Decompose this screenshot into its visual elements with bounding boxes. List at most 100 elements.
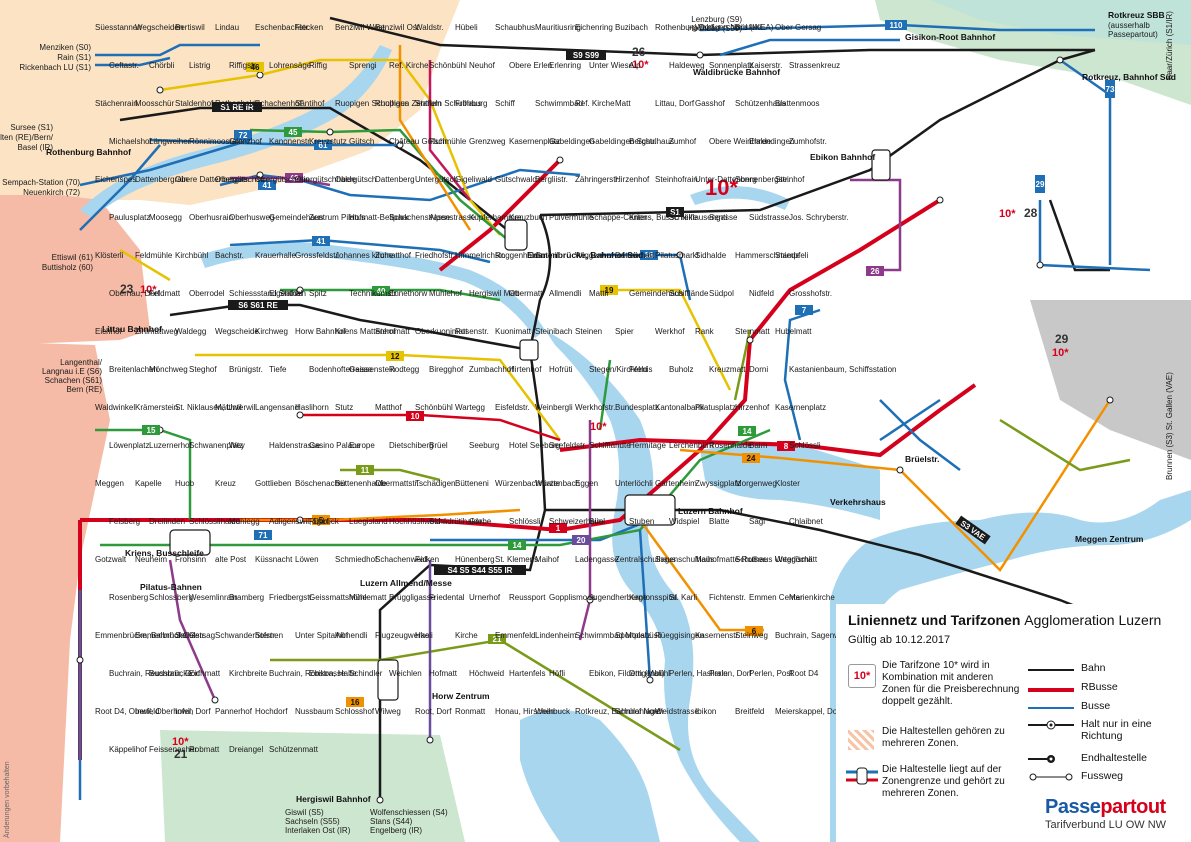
stop-label[interactable]: Unter Wiese: [589, 61, 634, 70]
stop-label[interactable]: Schachenstrasse: [389, 213, 451, 222]
stop-label[interactable]: Fichtenstr.: [709, 593, 746, 602]
stop-label[interactable]: Rank: [695, 327, 715, 336]
stop-label[interactable]: Kasernenplatz: [509, 137, 560, 146]
stop-label[interactable]: Moosegg: [149, 213, 182, 222]
stop-label[interactable]: Haldeweg: [669, 61, 705, 70]
stop-label[interactable]: Listrig: [189, 61, 210, 70]
stop-label[interactable]: Eigenthal: [269, 289, 303, 298]
stop-label[interactable]: Michaelshof: [109, 137, 152, 146]
stop-label[interactable]: Kantonalbank: [655, 403, 705, 412]
hub-guetsch[interactable]: [519, 339, 539, 361]
stop-label[interactable]: Bergliistr.: [535, 175, 568, 184]
stop-label[interactable]: Gütsch: [349, 137, 374, 146]
stop-label[interactable]: Schiffländte: [589, 441, 631, 450]
stop-label[interactable]: Kaiserstr.: [749, 61, 782, 70]
stop-label[interactable]: Kapelle: [135, 479, 162, 488]
stop-label[interactable]: Jos. Schryberstr.: [789, 213, 849, 222]
stop-label[interactable]: Schwimmbad Mooshüsli: [575, 631, 661, 640]
stop-label[interactable]: Kreuzstutz: [309, 137, 347, 146]
stop-label[interactable]: Frohburg: [455, 99, 487, 108]
stop-label[interactable]: Bundesplatz: [615, 403, 659, 412]
stop-label[interactable]: Huob: [175, 479, 195, 488]
stop-label[interactable]: Ober Gersag: [775, 23, 821, 32]
stop-label[interactable]: Eichenspes: [95, 175, 136, 184]
stop-label[interactable]: Sternen: [255, 631, 283, 640]
hub-label[interactable]: Waldibrücke Bahnhof: [693, 67, 780, 77]
stop-label[interactable]: Luzernerhof: [149, 441, 192, 450]
stop-label[interactable]: Steinhofrain: [655, 175, 698, 184]
stop-label[interactable]: Sagenschulhaus: [655, 555, 714, 564]
stop-label[interactable]: Längweiher: [149, 137, 191, 146]
stop-label[interactable]: Buchrain, Reussbrücke: [109, 669, 192, 678]
stop-label[interactable]: Kirchweg: [255, 327, 288, 336]
stop-label[interactable]: Dietschiberg: [389, 441, 433, 450]
stop-label[interactable]: Sternmatt: [375, 327, 410, 336]
stop-label[interactable]: Kreuz: [215, 479, 236, 488]
stop-label[interactable]: Honau, Hirschen: [495, 707, 555, 716]
stop-label[interactable]: Würzenbachmatte: [495, 479, 560, 488]
station-dot[interactable]: [896, 466, 904, 474]
stop-label[interactable]: Zumbachhof: [469, 365, 514, 374]
stop-label[interactable]: St. Klemens: [495, 555, 538, 564]
hub-label[interactable]: Littau Bahnhof: [102, 324, 162, 334]
stop-label[interactable]: Gabeldingen: [549, 137, 594, 146]
stop-label[interactable]: Schaubhus: [495, 23, 535, 32]
stop-label[interactable]: Bodenhofterrasse: [309, 365, 373, 374]
stop-label[interactable]: Ladengasse: [575, 555, 619, 564]
stop-label[interactable]: Hartenfels: [509, 669, 545, 678]
stop-label[interactable]: Schweizerheim: [549, 517, 604, 526]
stop-label[interactable]: Unter Spitalhof: [295, 631, 349, 640]
stop-label[interactable]: Château Gütsch: [389, 137, 447, 146]
stop-label[interactable]: Löwenplatz: [109, 441, 149, 450]
stop-label[interactable]: Hofmatt: [429, 669, 458, 678]
stop-label[interactable]: Ruopigen Schulhaus: [335, 99, 409, 108]
stop-label[interactable]: Adligenswil, Dorf: [269, 517, 329, 526]
stop-label[interactable]: Schwanenplatz: [189, 441, 243, 450]
stop-label[interactable]: Wartegg: [455, 403, 485, 412]
hub-label[interactable]: Horw Zentrum: [432, 691, 490, 701]
stop-label[interactable]: Kriens Mattenhof: [335, 327, 396, 336]
stop-label[interactable]: Dreilinden: [149, 517, 185, 526]
stop-label[interactable]: Perlen, Post: [749, 669, 793, 678]
stop-label[interactable]: Rodtegg: [389, 365, 419, 374]
stop-label[interactable]: Büttenenhalde: [335, 479, 387, 488]
stop-label[interactable]: Kastanienbaum, Schiffsstation: [789, 365, 896, 374]
stop-label[interactable]: Werkhofstr.: [575, 403, 615, 412]
stop-label[interactable]: Strassenkreuz: [789, 61, 840, 70]
stop-label[interactable]: Rönnimoosrain: [189, 137, 243, 146]
stop-label[interactable]: Pilatusplatz: [695, 403, 736, 412]
station-dot[interactable]: [696, 51, 704, 59]
stop-label[interactable]: Spitz: [309, 289, 327, 298]
stop-label[interactable]: Benziwil Ost: [375, 23, 420, 32]
stop-label[interactable]: Schappe-Center: [589, 213, 648, 222]
stop-label[interactable]: Kupferhammer: [469, 213, 522, 222]
stop-label[interactable]: Ottigenbühl: [629, 669, 670, 678]
stop-label[interactable]: Ennethorw: [389, 289, 427, 298]
stop-label[interactable]: Sternmatt: [735, 327, 770, 336]
stop-label[interactable]: Buholz: [669, 365, 693, 374]
stop-label[interactable]: Friedental: [429, 593, 465, 602]
stop-label[interactable]: Sprengi: [349, 61, 377, 70]
stop-label[interactable]: Root, Dorf: [415, 707, 452, 716]
stop-label[interactable]: Gabeldingen Schulhaus: [589, 137, 674, 146]
stop-label[interactable]: Root D4, Oberfeld: [95, 707, 159, 716]
stop-label[interactable]: Casino Palace: [309, 441, 361, 450]
stop-label[interactable]: Robmatt: [189, 745, 220, 754]
stop-label[interactable]: Hochhüsliweid: [389, 517, 441, 526]
stop-label[interactable]: Obernau, Dorf: [109, 289, 160, 298]
stop-label[interactable]: Breitenlachen: [109, 365, 158, 374]
stop-label[interactable]: Rotkreuz, Bahnhof Nord: [575, 707, 661, 716]
stop-label[interactable]: Bütteneni: [455, 479, 489, 488]
stop-label[interactable]: Geissenstein: [349, 365, 395, 374]
stop-label[interactable]: Ebikon, Halte: [309, 669, 357, 678]
stop-label[interactable]: Schützenmatt: [269, 745, 319, 754]
stop-label[interactable]: Riffig: [309, 61, 327, 70]
hub-label[interactable]: Rotkreuz, Bahnhof Süd: [1082, 72, 1176, 82]
stop-label[interactable]: Hermitage: [629, 441, 666, 450]
station-dot[interactable]: [676, 251, 684, 259]
station-dot[interactable]: [326, 128, 334, 136]
station-dot[interactable]: [1106, 396, 1114, 404]
stop-label[interactable]: Hotel Seeburg: [509, 441, 560, 450]
stop-label[interactable]: Eichhof: [95, 327, 122, 336]
stop-label[interactable]: Mattli: [589, 289, 608, 298]
